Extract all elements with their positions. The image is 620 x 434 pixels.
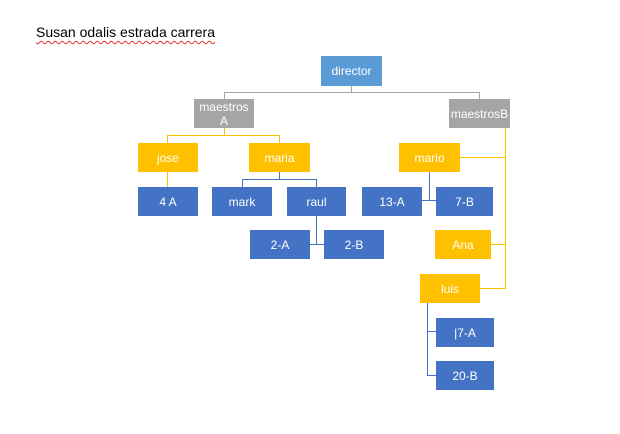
connector-maria-horizontal	[242, 179, 317, 180]
connector-to-raul	[316, 179, 317, 187]
node-mark[interactable]: mark	[212, 187, 272, 216]
node-maestros-a[interactable]: maestros A	[194, 99, 254, 128]
connector-to-maria	[279, 135, 280, 143]
connector-jose-to-4a	[167, 172, 168, 187]
node-ana[interactable]: Ana	[435, 230, 491, 259]
connector-to-maestros-b	[479, 92, 480, 100]
connector-raul-branches	[310, 244, 324, 245]
connector-director-down	[351, 86, 352, 93]
connector-maestros-a-down	[224, 128, 225, 136]
connector-to-luis	[480, 288, 506, 289]
connector-maestros-a-horizontal	[167, 135, 280, 136]
node-4a[interactable]: 4 A	[138, 187, 198, 216]
node-13a[interactable]: 13-A	[362, 187, 422, 216]
connector-to-ana	[491, 244, 506, 245]
node-2a[interactable]: 2-A	[250, 230, 310, 259]
node-20b[interactable]: 20-B	[436, 361, 494, 390]
connector-maestros-b-trunk	[505, 128, 506, 289]
connector-to-mario	[460, 157, 506, 158]
node-raul[interactable]: raul	[287, 187, 346, 216]
node-jose[interactable]: jose	[138, 143, 198, 172]
connector-to-mark	[242, 179, 243, 187]
connector-to-maestros-a	[224, 92, 225, 100]
connector-to-7a	[427, 331, 436, 332]
node-maria[interactable]: maria	[249, 143, 310, 172]
connector-to-20b	[427, 375, 436, 376]
node-maestros-b[interactable]: maestrosB	[449, 99, 510, 128]
connector-mario-branches	[422, 200, 436, 201]
connector-raul-down	[316, 216, 317, 245]
connector-to-jose	[167, 135, 168, 143]
connector-maestros-horizontal	[224, 92, 480, 93]
node-director[interactable]: director	[321, 56, 382, 86]
node-7a[interactable]: |7-A	[436, 318, 494, 347]
node-7b[interactable]: 7-B	[436, 187, 493, 216]
document-title: Susan odalis estrada carrera	[36, 24, 215, 40]
node-mario[interactable]: mario	[399, 143, 460, 172]
connector-maria-down	[279, 172, 280, 180]
node-luis[interactable]: luis	[420, 274, 480, 303]
node-2b[interactable]: 2-B	[324, 230, 384, 259]
connector-mario-down	[429, 172, 430, 201]
connector-luis-trunk	[427, 303, 428, 376]
